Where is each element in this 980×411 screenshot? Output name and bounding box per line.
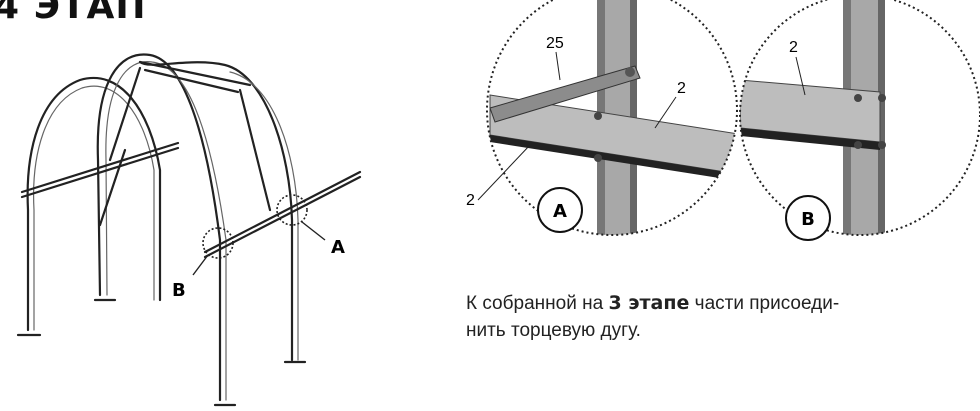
detail-b-badge (785, 195, 831, 241)
overview-label-b: B (172, 280, 186, 301)
detail-b-image (740, 0, 980, 235)
detail-a-callout-2-left: 2 (466, 192, 475, 209)
detail-a-badge-label: A (553, 201, 567, 222)
instruction-text: К собранной на 3 этапе части присоеди- н… (466, 290, 966, 344)
detail-a-callout-2-top: 2 (677, 80, 686, 97)
instruction-line2: нить торцевую дугу. (466, 320, 641, 341)
detail-b-callout-2: 2 (789, 39, 798, 56)
stage-title: 4 ЭТАП (0, 0, 147, 27)
callout-circle-a (276, 194, 308, 226)
detail-b-badge-label: B (801, 209, 815, 230)
detail-a-badge (537, 187, 583, 233)
greenhouse-frame (16, 53, 362, 407)
overview-label-a: A (331, 237, 345, 258)
detail-a-image (487, 0, 737, 235)
callout-circle-b (202, 227, 234, 259)
instruction-highlight: 3 этапе (608, 292, 690, 314)
detail-a-callout-25: 25 (546, 35, 564, 52)
instruction-suffix: части присоеди- (689, 293, 840, 314)
instruction-prefix: К собранной на (466, 293, 609, 314)
